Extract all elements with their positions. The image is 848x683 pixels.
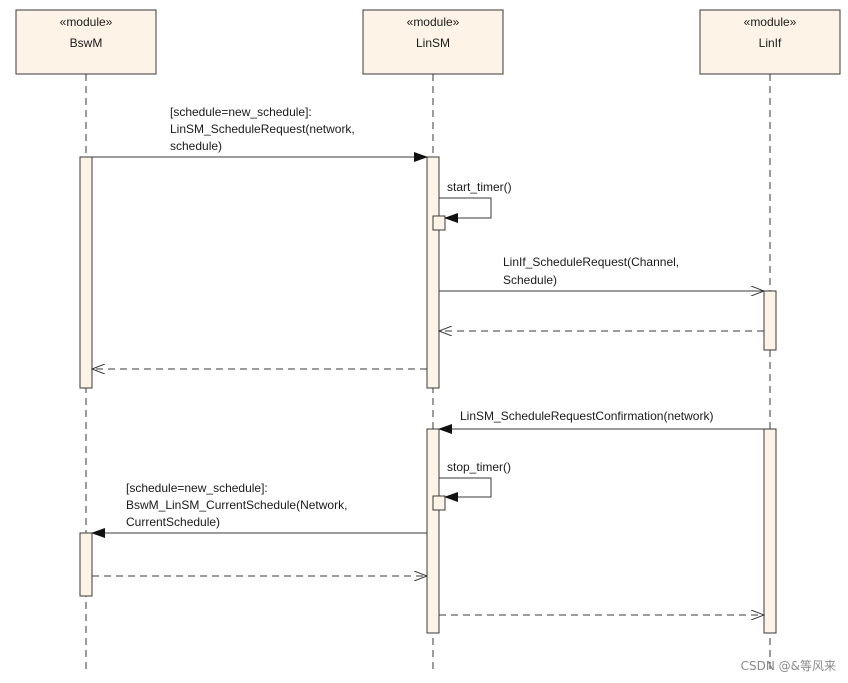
linsm-activation-2 [426,428,440,634]
linsm-activation-1 [426,156,440,389]
linif-activation-2 [763,428,777,634]
current-schedule-label: [schedule=new_schedule]: BswM_LinSM_Curr… [126,481,347,529]
bswm-stereotype: «module» [60,15,113,29]
m3-line-1: LinIf_ScheduleRequest(Channel, [503,255,679,269]
watermark: CSDN @&等风来 [741,659,836,673]
bswm-head: «module» BswM [15,9,157,75]
start-timer-label: start_timer() [447,180,512,194]
stop-timer-label: stop_timer() [447,460,511,474]
linsm-stereotype: «module» [407,15,460,29]
start-timer-arrow [439,197,492,223]
linif-stereotype: «module» [744,15,797,29]
m1-line-1: [schedule=new_schedule]: [170,105,312,119]
m1-line-2: LinSM_ScheduleRequest(network, [170,122,355,136]
m6-line-1: [schedule=new_schedule]: [126,481,268,495]
m3-line-2: Schedule) [503,273,557,287]
bswm-name: BswM [70,36,103,50]
m6-line-2: BswM_LinSM_CurrentSchedule(Network, [126,498,347,512]
bswm-activation-1 [79,156,93,389]
schedule-request-label: [schedule=new_schedule]: LinSM_ScheduleR… [170,105,355,153]
linsm-name: LinSM [416,36,450,50]
linsm-head: «module» LinSM [362,9,504,75]
linif-head: «module» LinIf [699,9,841,75]
m1-line-3: schedule) [170,139,222,153]
stop-timer-arrow [439,477,492,502]
linif-name: LinIf [759,36,782,50]
confirmation-label: LinSM_ScheduleRequestConfirmation(networ… [460,409,713,423]
linsm-self-activation-1 [432,215,446,231]
m6-line-3: CurrentSchedule) [126,515,220,529]
bswm-activation-2 [79,532,93,597]
linif-activation-1 [763,290,777,351]
linsm-self-activation-2 [432,495,446,511]
linif-schedule-request-label: LinIf_ScheduleRequest(Channel, Schedule) [503,255,679,287]
